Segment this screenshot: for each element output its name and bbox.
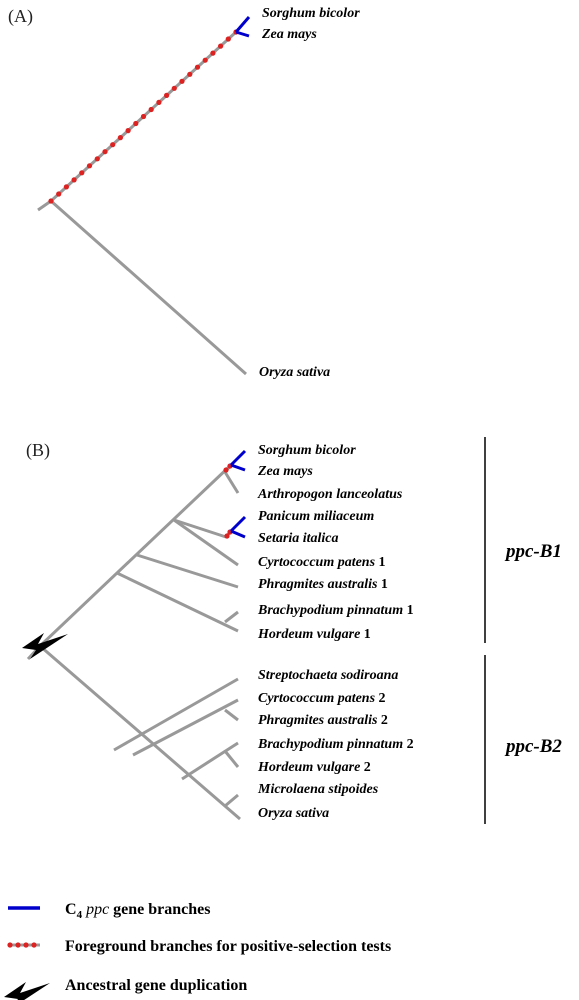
tree-b-branch-c4 [229, 449, 247, 467]
tree-b [26, 449, 247, 821]
tree-a-branch-zea [235, 30, 250, 38]
foreground-dot [86, 163, 93, 169]
foreground-dot [71, 177, 77, 183]
foreground-dot [79, 170, 85, 176]
foreground-dot [223, 467, 229, 473]
ppc-b1-label: ppc-B1 [504, 541, 562, 562]
foreground-dot [218, 43, 224, 49]
tree-b-branch [223, 471, 240, 494]
tree-a [37, 16, 251, 376]
tree-b-b2-trunk [39, 644, 241, 821]
duplication-bolt-icon [22, 633, 68, 659]
tree-b-b1-trunk [38, 463, 233, 648]
tree-a-taxon-label: Oryza sativa [259, 365, 330, 380]
tree-b-branch [181, 741, 239, 781]
tree-b-branch [223, 750, 240, 768]
tree-b-branch [116, 571, 239, 633]
foreground-dot [63, 184, 69, 190]
foreground-dot [224, 533, 230, 539]
tree-b-taxon-label: Oryza sativa [258, 806, 329, 821]
tree-b-branch [173, 518, 227, 539]
tree-b-taxon-label: Microlaena stipoides [257, 782, 379, 797]
tree-a-branch-sorghum [234, 16, 251, 33]
tree-b-branch [224, 708, 239, 722]
foreground-dot [225, 36, 231, 42]
tree-b-taxon-label: Panicum miliaceum [258, 509, 374, 524]
tree-b-taxon-label: Phragmites australis 2 [258, 713, 388, 728]
tree-b-taxon-label: Brachypodium pinnatum 2 [257, 737, 414, 752]
tree-b-taxon-label: Cyrtococcum patens 1 [258, 555, 386, 570]
tree-b-taxon-label: Streptochaeta sodiroana [258, 668, 398, 683]
tree-b-taxon-label: Hordeum vulgare 1 [257, 627, 371, 642]
foreground-dot [164, 92, 170, 98]
foreground-dot [179, 78, 185, 84]
tree-b-taxon-label: Zea mays [257, 464, 313, 479]
legend-foreground-label: Foreground branches for positive-selecti… [65, 938, 391, 955]
tree-b-taxon-label: Arthropogon lanceolatus [257, 487, 403, 502]
foreground-dot [202, 57, 208, 63]
foreground-dot [48, 198, 54, 204]
panel-a-label: (A) [8, 6, 33, 27]
tree-a-foreground-dots [48, 29, 239, 204]
tree-a-branch-oryza [50, 199, 247, 376]
tree-a-root [37, 199, 52, 212]
foreground-dot [102, 149, 108, 155]
tree-b-branch [113, 677, 239, 752]
ppc-b2-label: ppc-B2 [504, 736, 562, 757]
tree-b-branch [224, 610, 239, 624]
tree-b-taxon-label: Sorghum bicolor [258, 443, 356, 458]
foreground-dot [187, 71, 193, 77]
tree-b-taxon-label: Phragmites australis 1 [258, 577, 388, 592]
tree-b-taxon-label: Cyrtococcum patens 2 [258, 691, 386, 706]
tree-a-taxon-label: Zea mays [261, 27, 317, 42]
tree-b-branch-c4 [230, 529, 246, 539]
foreground-dot [125, 128, 131, 134]
tree-b-branch [132, 698, 239, 757]
foreground-dot [110, 142, 116, 148]
tree-b-taxon-label: Brachypodium pinnatum 1 [257, 603, 414, 618]
panel-b-label: (B) [26, 440, 50, 461]
legend-dots [7, 942, 37, 948]
foreground-dot [94, 156, 100, 162]
foreground-dot [117, 135, 123, 141]
tree-b-branch-c4 [230, 463, 246, 472]
tree-b-taxon-label: Hordeum vulgare 2 [257, 760, 371, 775]
tree-a-taxon-label: Sorghum bicolor [262, 6, 360, 21]
foreground-dot [171, 85, 177, 91]
tree-b-taxon-label: Setaria italica [258, 531, 339, 546]
lightning-bolt-icon [4, 982, 50, 1000]
tree-b-branch [173, 518, 239, 567]
foreground-dot [210, 50, 216, 56]
foreground-dot [156, 99, 162, 105]
foreground-dot [140, 113, 147, 120]
foreground-dot [194, 64, 201, 70]
legend-duplication-label: Ancestral gene duplication [65, 977, 247, 994]
tree-b-branch [136, 553, 239, 589]
tree-b-branch-c4 [229, 515, 247, 533]
foreground-dot [56, 191, 62, 197]
foreground-dot [133, 120, 139, 127]
tree-b-branch [224, 793, 239, 808]
foreground-dot [148, 106, 154, 113]
